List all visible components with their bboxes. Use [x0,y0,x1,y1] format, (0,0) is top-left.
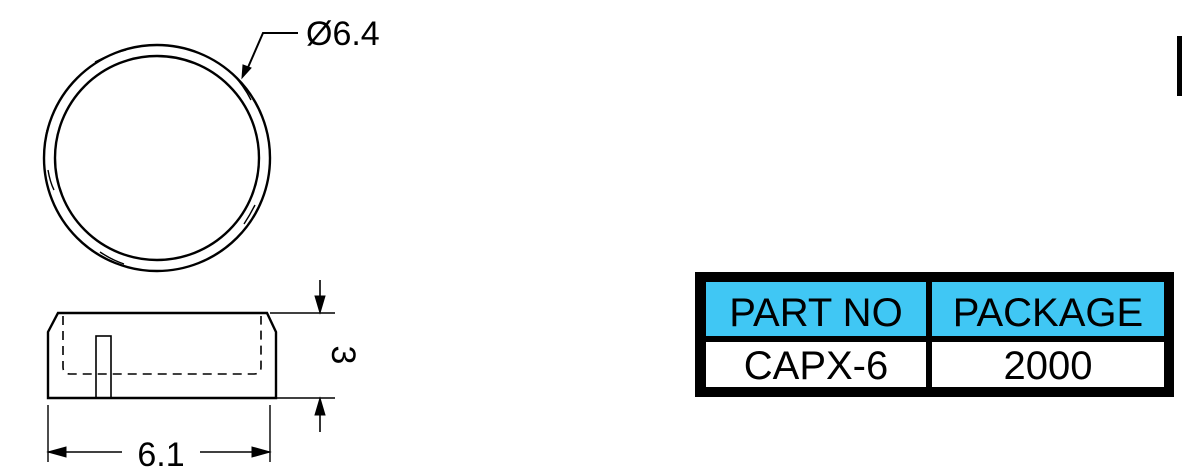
width-label: 6.1 [137,436,184,474]
outer-circle [42,43,272,273]
header-package: PACKAGE [953,291,1143,335]
cell-package: 2000 [1004,344,1093,388]
row-cell-package [932,342,1164,387]
height-label: 3 [324,346,362,365]
header-cell-package [932,282,1164,336]
cap-side-view [46,311,278,400]
width-dimension [46,405,272,462]
cap-top-view [42,43,272,273]
side-hidden-lines [62,316,262,375]
rim-ticks [43,49,256,265]
diameter-label: Ø6.4 [306,15,380,53]
side-outline [46,311,278,400]
cell-part-no: CAPX-6 [744,344,889,388]
inner-circle [53,54,261,262]
diameter-leader [241,32,298,80]
part-table: PART NO PACKAGE CAPX-6 2000 [695,272,1174,397]
side-slot [95,335,112,399]
header-part-no: PART NO [729,291,902,335]
row-cell-part-no [706,342,926,387]
height-dimension [270,280,335,432]
edge-mark [1177,36,1182,96]
header-cell-part-no [706,282,926,336]
